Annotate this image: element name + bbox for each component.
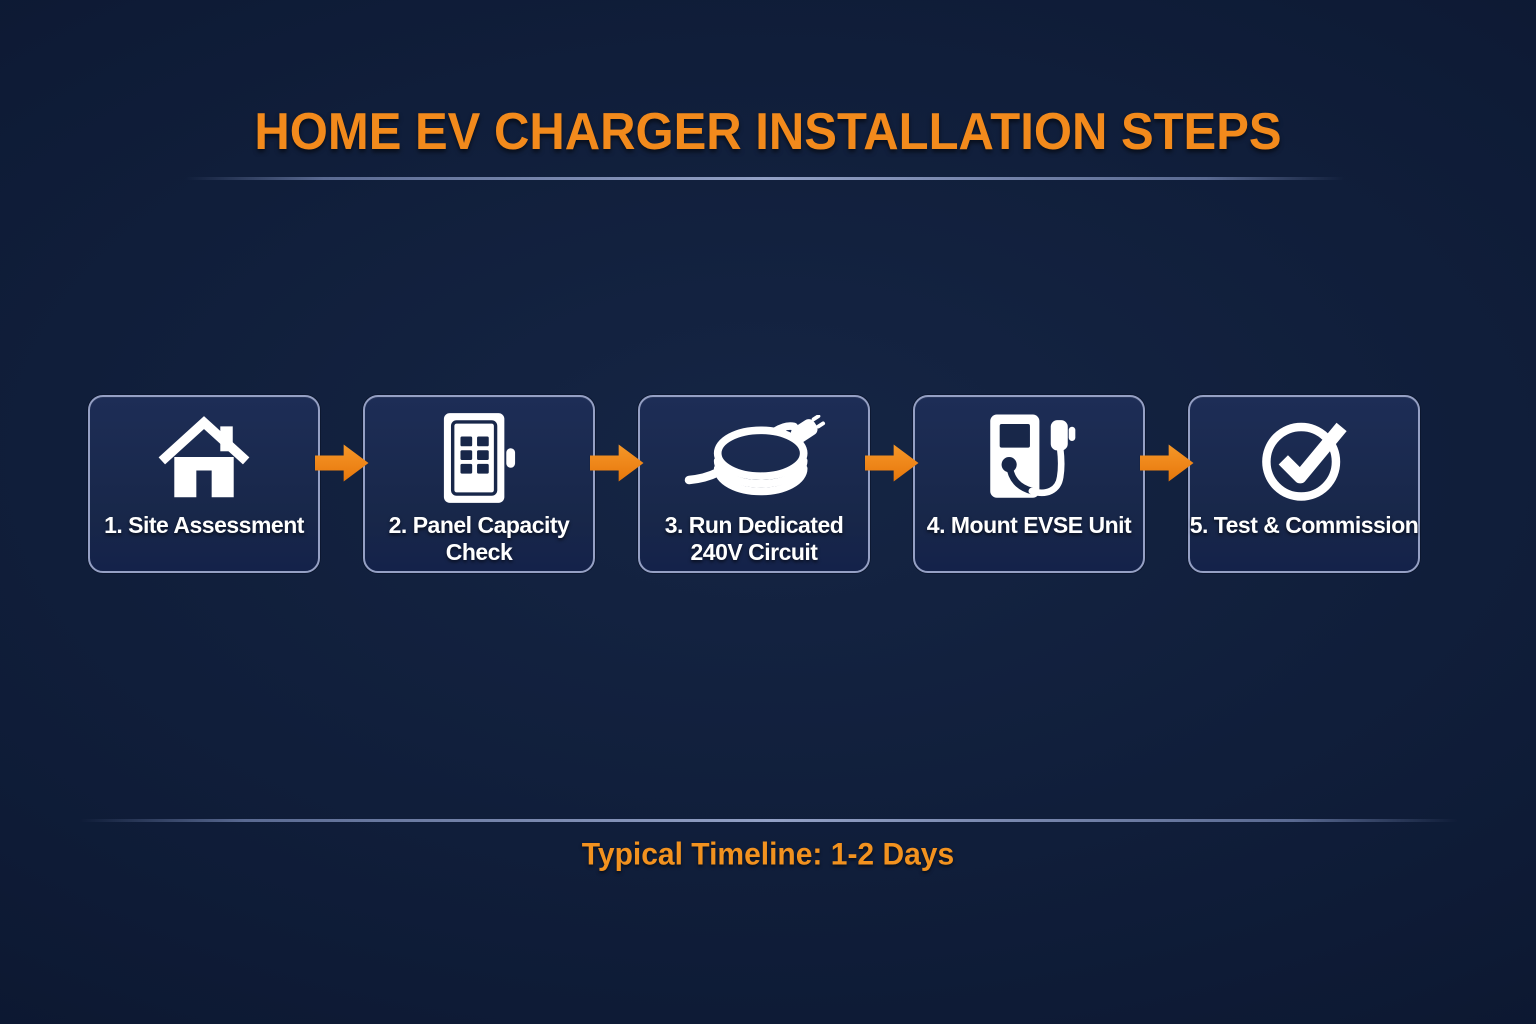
step-card-panel-capacity: 2. Panel Capacity Check	[363, 395, 595, 573]
step-label: 5. Test & Commission	[1189, 512, 1419, 538]
step-card-test-commission: 5. Test & Commission	[1188, 395, 1420, 573]
flow-arrow-icon	[589, 444, 644, 482]
flow-arrow-icon	[1139, 444, 1194, 482]
house-icon	[154, 409, 254, 507]
step-label: 1. Site Assessment	[104, 512, 304, 538]
electrical-panel-icon	[440, 409, 518, 507]
title-divider	[185, 177, 1345, 180]
flow-arrow-icon	[864, 444, 919, 482]
step-label: 2. Panel Capacity Check	[388, 512, 570, 565]
ev-charger-icon	[977, 409, 1081, 507]
footer-divider	[80, 819, 1458, 822]
step-label: 4. Mount EVSE Unit	[926, 512, 1132, 538]
cable-coil-plug-icon	[676, 409, 832, 507]
steps-row: 1. Site Assessment	[88, 395, 1420, 577]
flow-arrow-icon	[314, 444, 369, 482]
step-card-site-assessment: 1. Site Assessment	[88, 395, 320, 573]
step-card-mount-evse: 4. Mount EVSE Unit	[913, 395, 1145, 573]
step-label: 3. Run Dedicated 240V Circuit	[664, 512, 844, 565]
page-title: HOME EV CHARGER INSTALLATION STEPS	[254, 103, 1282, 161]
check-circle-icon	[1256, 409, 1352, 507]
timeline-label: Typical Timeline: 1-2 Days	[581, 837, 955, 872]
step-card-run-circuit: 3. Run Dedicated 240V Circuit	[638, 395, 870, 573]
